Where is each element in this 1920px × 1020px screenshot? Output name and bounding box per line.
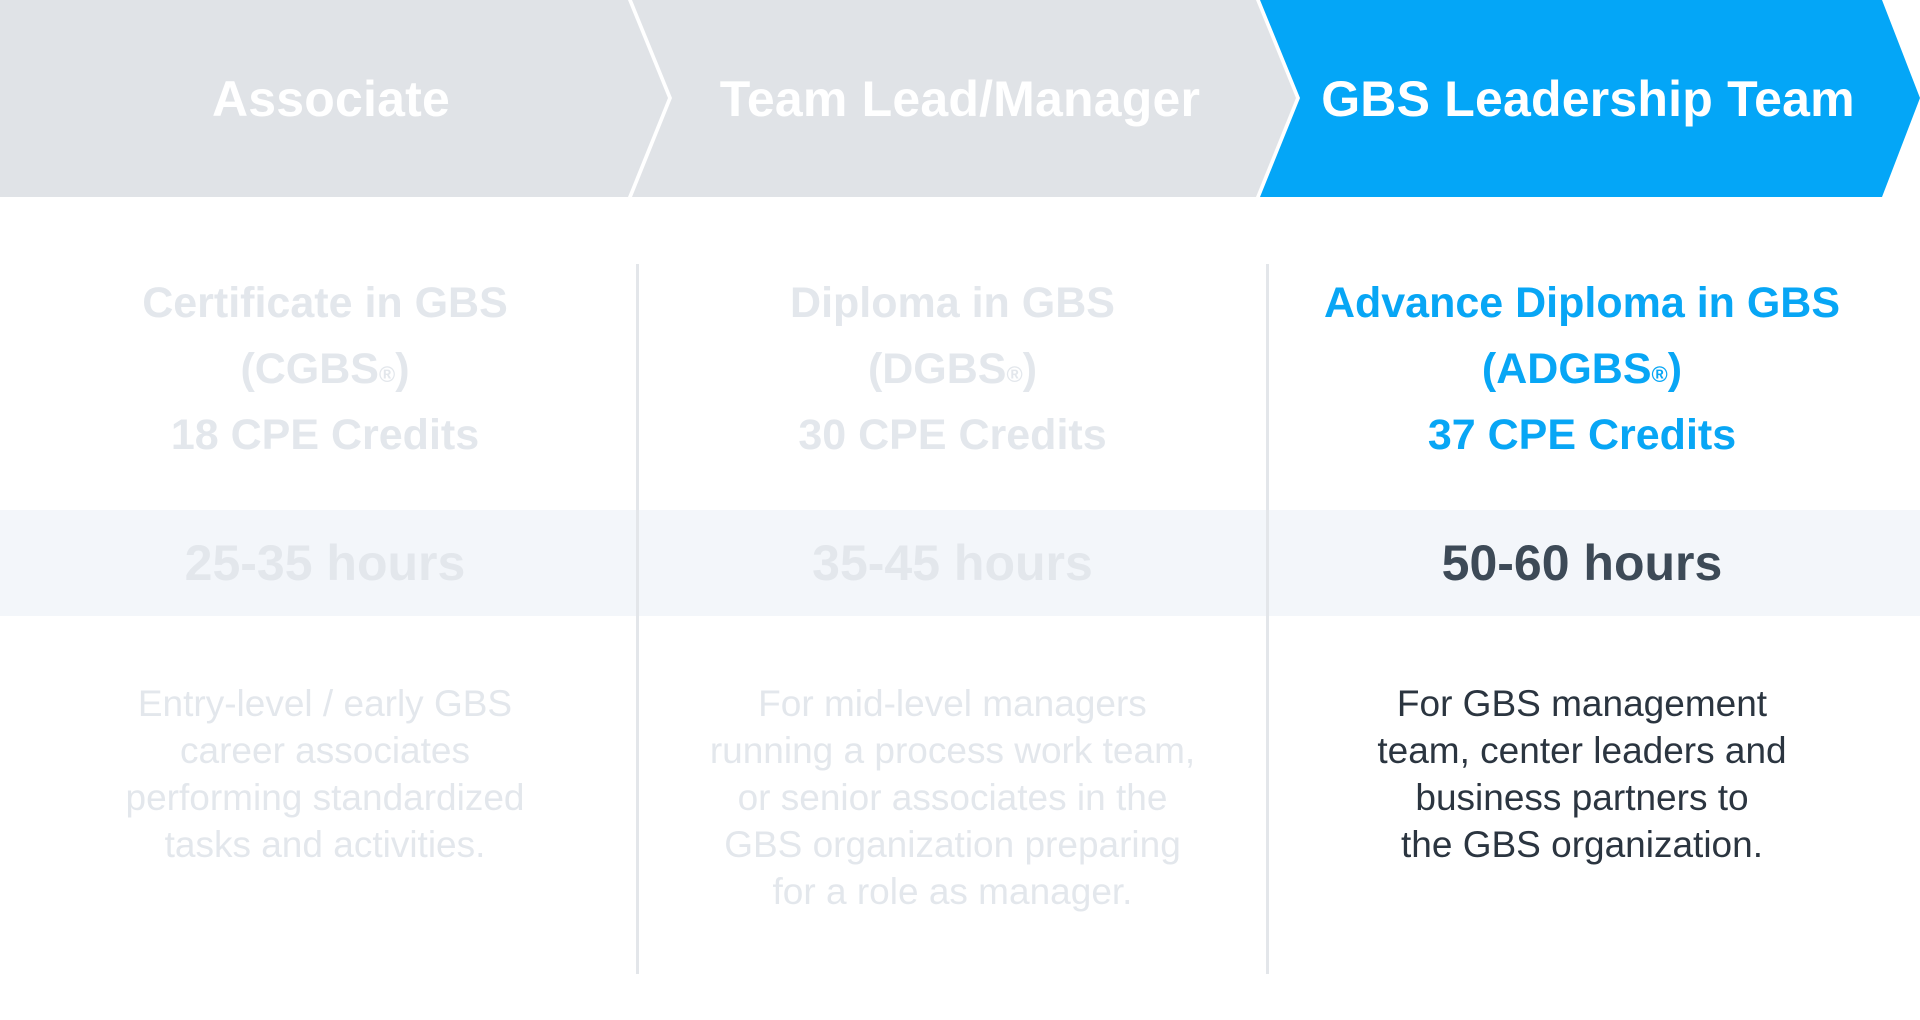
registered-mark: ®: [1006, 362, 1023, 387]
program-description: For mid-level managers running a process…: [709, 683, 1196, 912]
program-abbreviation: (ADGBS®): [1481, 345, 1683, 393]
program-name: Advance Diploma in GBS: [1323, 279, 1841, 327]
program-title: Certificate in GBS (CGBS®) 18 CPE Credit…: [20, 270, 630, 468]
chevron-leadership: [1260, 0, 1920, 197]
program-title: Advance Diploma in GBS (ADGBS®) 37 CPE C…: [1272, 270, 1892, 468]
program-abbreviation: (DGBS®): [867, 345, 1038, 393]
column-associate: Certificate in GBS (CGBS®) 18 CPE Credit…: [20, 264, 630, 974]
chevron-label-associate: Associate: [211, 70, 451, 127]
program-credits: 18 CPE Credits: [170, 411, 480, 459]
registered-mark: ®: [379, 362, 396, 387]
column-divider: [636, 264, 639, 974]
level-chevrons: [0, 0, 1920, 197]
program-name: Diploma in GBS: [790, 279, 1115, 327]
program-credits: 30 CPE Credits: [798, 411, 1107, 459]
program-name: Certificate in GBS: [142, 279, 508, 327]
program-title: Diploma in GBS (DGBS®) 30 CPE Credits: [645, 270, 1260, 468]
program-description: Entry-level / early GBS career associate…: [125, 683, 525, 865]
program-hours: 35-45 hours: [812, 535, 1093, 591]
program-credits: 37 CPE Credits: [1427, 411, 1737, 459]
chevron-team-lead: [632, 0, 1296, 197]
column-leadership: Advance Diploma in GBS (ADGBS®) 37 CPE C…: [1272, 264, 1892, 974]
chevron-associate: [0, 0, 668, 197]
column-divider: [1266, 264, 1269, 974]
program-hours: 50-60 hours: [1441, 535, 1723, 591]
program-hours: 25-35 hours: [184, 535, 466, 591]
hours-band: [0, 510, 1920, 616]
column-team-lead: Diploma in GBS (DGBS®) 30 CPE Credits 35…: [645, 264, 1260, 974]
program-abbreviation: (CGBS®): [240, 345, 410, 393]
program-description: For GBS management team, center leaders …: [1377, 683, 1787, 865]
registered-mark: ®: [1651, 362, 1668, 387]
chevron-label-team-lead: Team Lead/Manager: [719, 70, 1201, 127]
chevron-label-leadership: GBS Leadership Team: [1321, 70, 1855, 127]
